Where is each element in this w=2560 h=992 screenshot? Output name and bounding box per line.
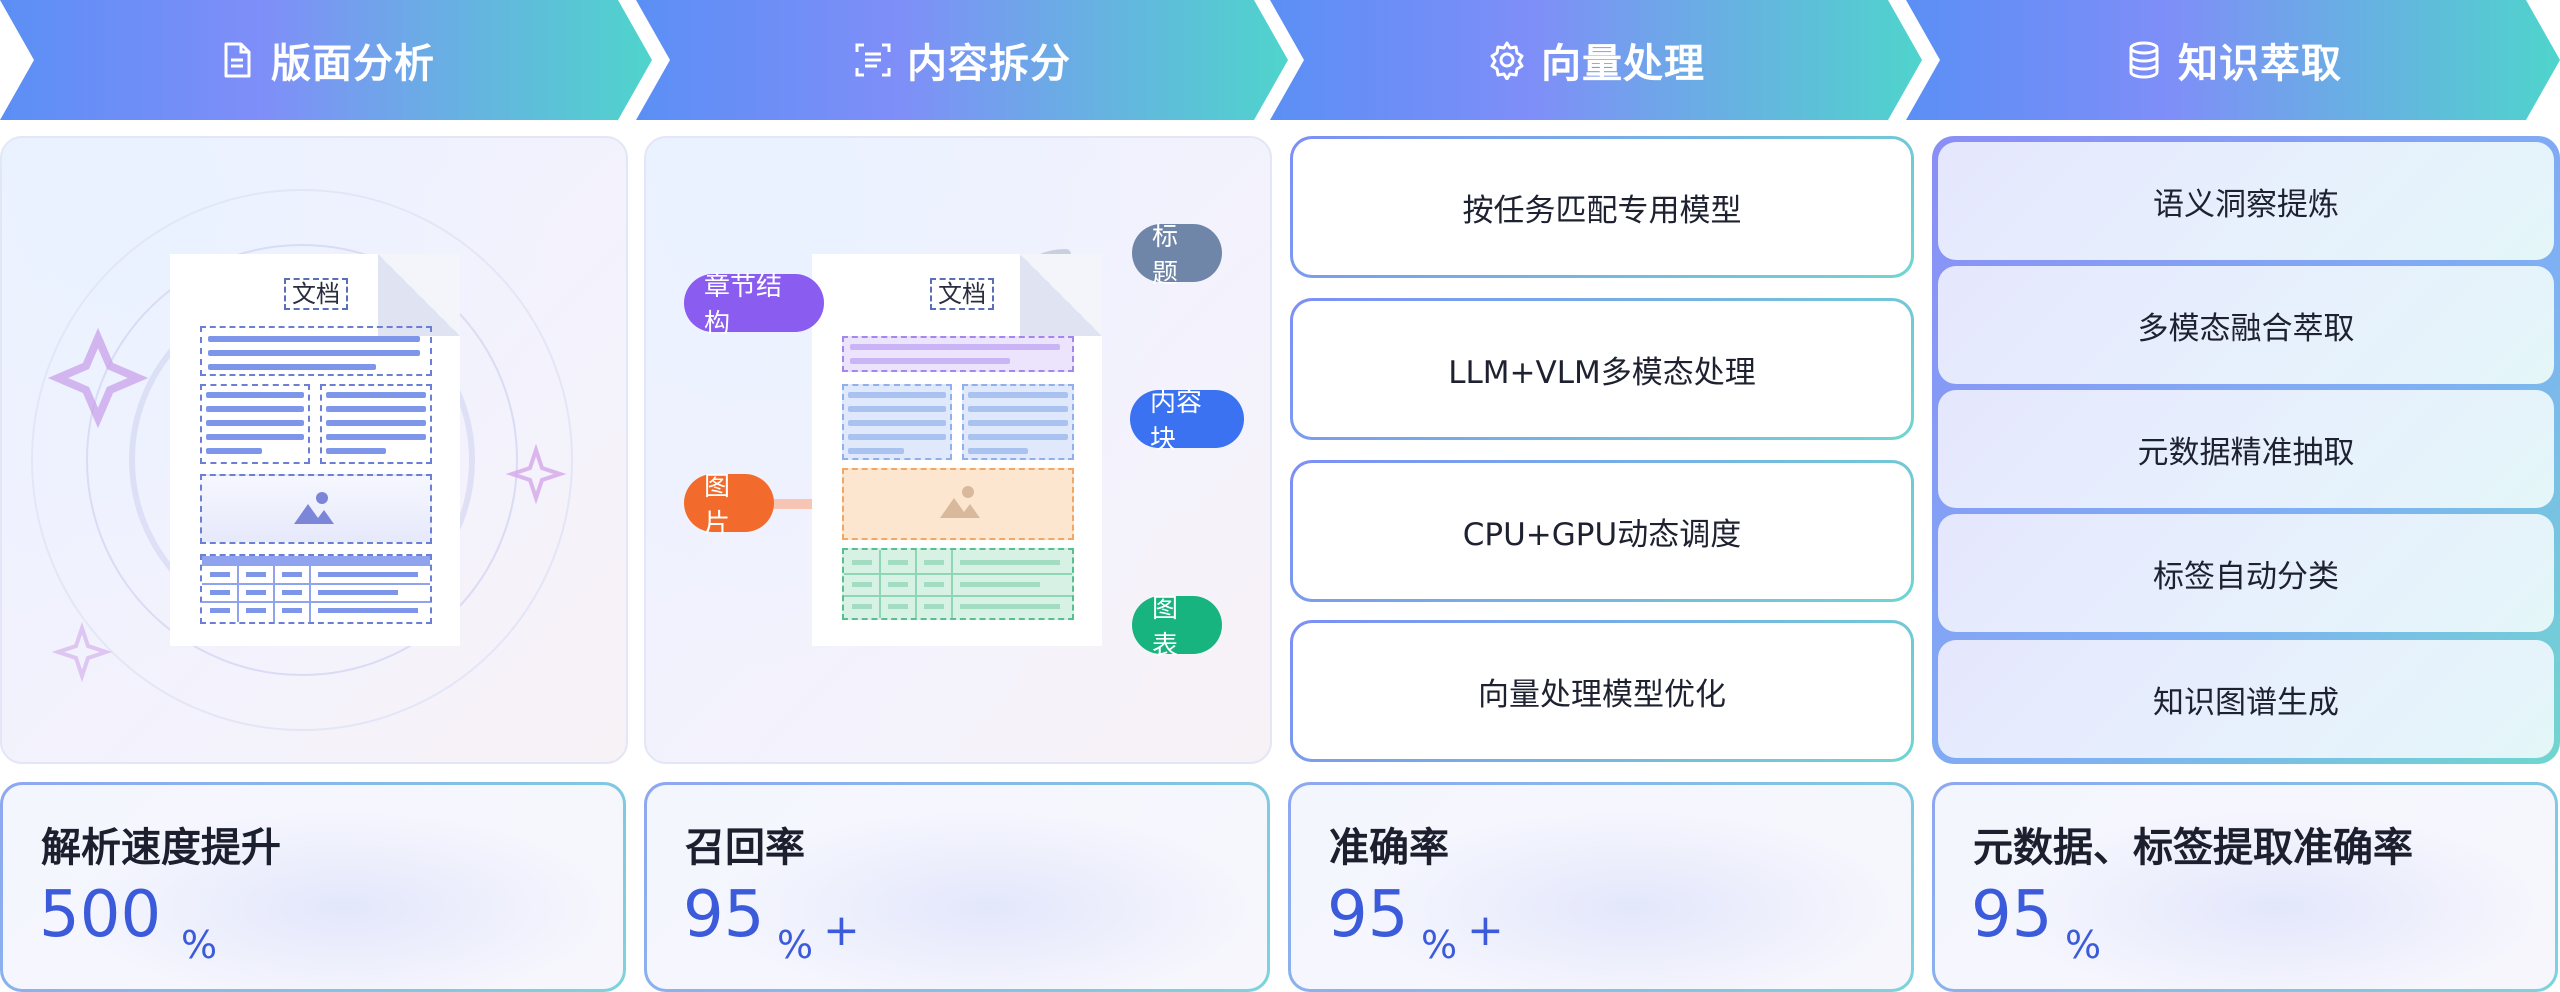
- gear-icon: [1487, 40, 1527, 80]
- stat-value: 500: [39, 878, 162, 952]
- knowledge-feature-item: 语义洞察提炼: [1938, 142, 2554, 260]
- scan-text-icon: [853, 40, 893, 80]
- page-fold: [1020, 254, 1102, 336]
- stat-card-parse-speed: 解析速度提升 500 %: [0, 782, 626, 992]
- stat-unit: %: [1421, 923, 1458, 967]
- label-chart: 图表: [1132, 594, 1222, 661]
- page-fold: [378, 254, 460, 336]
- sparkle-icon: [505, 443, 567, 505]
- stat-card-accuracy: 准确率 95 % +: [1288, 782, 1914, 992]
- vector-feature-item: 按任务匹配专用模型: [1290, 136, 1914, 278]
- knowledge-feature-item: 标签自动分类: [1938, 514, 2554, 632]
- stat-label: 解析速度提升: [41, 825, 281, 871]
- stat-unit: %: [777, 923, 814, 967]
- stat-card-metadata-accuracy: 元数据、标签提取准确率 95 %: [1932, 782, 2558, 992]
- label-chapter-structure: 章节结构: [684, 272, 824, 339]
- stat-label: 元数据、标签提取准确率: [1973, 825, 2413, 871]
- stat-plus: +: [823, 905, 860, 956]
- heading-block: [200, 326, 432, 376]
- header-vector-processing: 向量处理: [1270, 0, 1922, 120]
- stat-unit: %: [2065, 923, 2102, 967]
- table-grid: [844, 550, 1072, 618]
- heading-block: [842, 336, 1074, 372]
- knowledge-feature-item: 多模态融合萃取: [1938, 266, 2554, 384]
- stat-unit: %: [181, 923, 218, 967]
- knowledge-feature-item: 知识图谱生成: [1938, 640, 2554, 758]
- sparkle-icon: [51, 621, 113, 683]
- stat-card-recall: 召回率 95 % +: [644, 782, 1270, 992]
- document-tag: 文档: [930, 278, 994, 310]
- stat-value: 95: [1327, 878, 1409, 952]
- label-content-block: 内容块: [1130, 388, 1244, 455]
- stat-plus: +: [1467, 905, 1504, 956]
- vector-feature-item: LLM+VLM多模态处理: [1290, 298, 1914, 440]
- label-image: 图片: [684, 472, 774, 539]
- label-title: 标题: [1132, 222, 1222, 289]
- header-knowledge-extraction: 知识萃取: [1906, 0, 2560, 120]
- image-icon: [294, 492, 334, 524]
- vector-feature-item: CPU+GPU动态调度: [1290, 460, 1914, 602]
- header-title: 版面分析: [271, 41, 435, 87]
- stat-label: 召回率: [685, 825, 805, 871]
- stat-value: 95: [1971, 878, 2053, 952]
- document-tag: 文档: [284, 278, 348, 310]
- vector-feature-item: 向量处理模型优化: [1290, 620, 1914, 762]
- stat-value: 95: [683, 878, 765, 952]
- image-block: [200, 474, 432, 544]
- layout-analysis-illustration: 文档: [0, 136, 628, 764]
- document-icon: [217, 40, 257, 80]
- knowledge-feature-item: 元数据精准抽取: [1938, 390, 2554, 508]
- stat-label: 准确率: [1329, 825, 1449, 871]
- header-title: 向量处理: [1541, 41, 1705, 87]
- header-content-split: 内容拆分: [636, 0, 1288, 120]
- sparkle-icon: [47, 327, 149, 429]
- table-block: [200, 554, 432, 624]
- content-split-illustration: 文档 章节结构 标题 内容块 图片 图表: [644, 136, 1272, 764]
- text-column-left: [200, 384, 310, 464]
- database-icon: [2124, 40, 2164, 80]
- table-grid: [202, 556, 430, 622]
- header-title: 知识萃取: [2178, 41, 2342, 87]
- header-layout-analysis: 版面分析: [0, 0, 652, 120]
- image-icon: [940, 486, 980, 518]
- text-column-right: [320, 384, 432, 464]
- header-title: 内容拆分: [907, 41, 1071, 87]
